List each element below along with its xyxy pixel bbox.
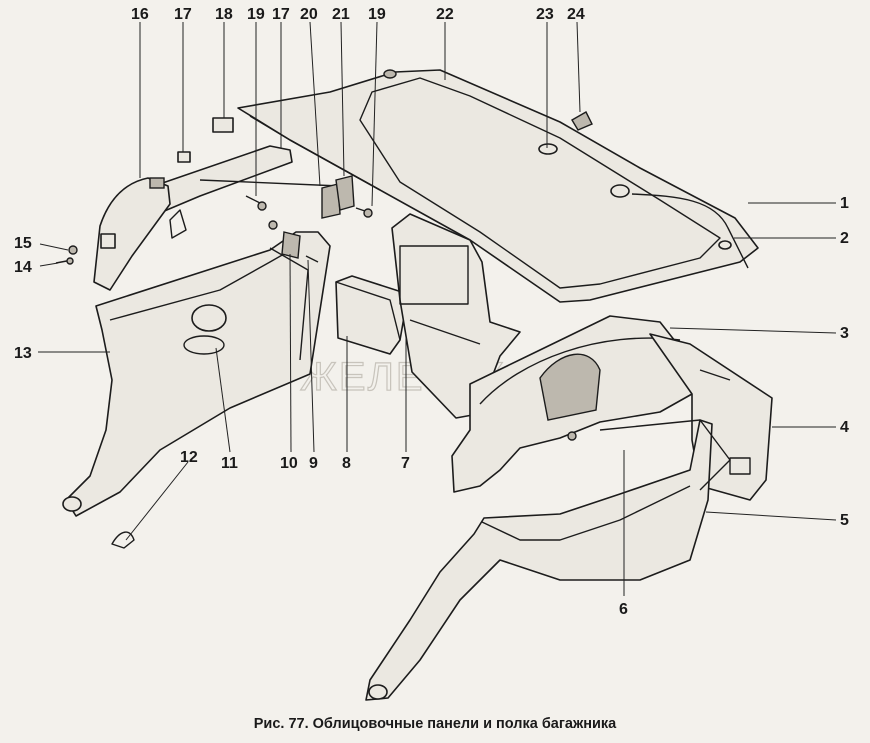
callout-6: 6 bbox=[619, 601, 628, 618]
screw-9 bbox=[305, 255, 319, 263]
parcel-shelf-22 bbox=[237, 69, 759, 303]
callout-19b: 19 bbox=[368, 6, 386, 23]
callout-11: 11 bbox=[221, 455, 238, 472]
callout-5: 5 bbox=[840, 512, 849, 529]
callout-19a: 19 bbox=[247, 6, 265, 23]
fastener-14-15 bbox=[55, 245, 78, 265]
callout-numbers: 1 2 3 4 5 6 7 8 9 10 11 12 13 14 15 16 1… bbox=[14, 6, 849, 618]
callout-4: 4 bbox=[840, 419, 849, 436]
bracket-20 bbox=[321, 183, 341, 219]
bushing-2 bbox=[718, 240, 732, 250]
plug-18 bbox=[212, 117, 234, 133]
callout-18: 18 bbox=[215, 6, 233, 23]
callout-21: 21 bbox=[332, 6, 350, 23]
callout-16: 16 bbox=[131, 6, 149, 23]
callout-12: 12 bbox=[180, 449, 198, 466]
left-lower-trim-13 bbox=[62, 220, 331, 517]
clip-12 bbox=[111, 531, 135, 549]
callout-17b: 17 bbox=[272, 6, 290, 23]
cover-8 bbox=[335, 275, 409, 355]
callout-22: 22 bbox=[436, 6, 454, 23]
right-side-trim-4 bbox=[649, 333, 773, 501]
right-arch-trim-3 bbox=[451, 315, 693, 493]
callout-9: 9 bbox=[309, 455, 318, 472]
callout-24: 24 bbox=[567, 6, 585, 23]
bracket-21 bbox=[335, 175, 355, 211]
callout-13: 13 bbox=[14, 345, 32, 362]
callout-1: 1 bbox=[840, 195, 849, 212]
callout-8: 8 bbox=[342, 455, 351, 472]
callout-2: 2 bbox=[840, 230, 849, 247]
left-trim-panel-16 bbox=[93, 177, 187, 291]
leader-lines bbox=[38, 21, 837, 596]
callout-15: 15 bbox=[14, 235, 32, 252]
bracket-24 bbox=[571, 111, 593, 131]
callout-7: 7 bbox=[401, 455, 410, 472]
callout-23: 23 bbox=[536, 6, 554, 23]
callout-14: 14 bbox=[14, 259, 32, 276]
central-panel-7 bbox=[391, 213, 521, 419]
cap-11 bbox=[191, 304, 227, 332]
clip-17b bbox=[268, 220, 278, 230]
figure-caption: Рис. 77. Облицовочные панели и полка баг… bbox=[253, 716, 617, 732]
bracket-10 bbox=[281, 231, 301, 259]
callout-17a: 17 bbox=[174, 6, 192, 23]
callout-3: 3 bbox=[840, 325, 849, 342]
floor-rear-trim-5 bbox=[365, 419, 731, 701]
callout-20: 20 bbox=[300, 6, 318, 23]
clip-23 bbox=[538, 143, 558, 155]
callout-10: 10 bbox=[280, 455, 298, 472]
clip-17 bbox=[177, 151, 191, 163]
